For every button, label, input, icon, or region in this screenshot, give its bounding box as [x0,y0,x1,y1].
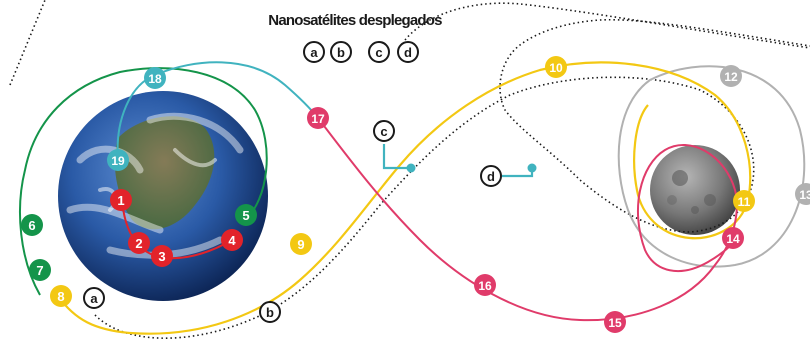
marker-16: 16 [474,274,496,296]
pin-d-dot [527,163,537,173]
svg-text:c: c [375,45,382,60]
marker-9: 9 [290,233,312,255]
marker-10: 10 [545,56,567,78]
svg-text:18: 18 [148,72,162,86]
marker-3: 3 [151,245,173,267]
moon [650,145,740,235]
earth-globe [58,91,268,301]
svg-text:b: b [266,305,274,320]
marker-6: 6 [21,214,43,236]
marker-5: 5 [235,204,257,226]
marker-12: 12 [720,65,742,87]
marker-7: 7 [29,259,51,281]
svg-text:6: 6 [28,218,35,233]
marker-19: 19 [107,149,129,171]
svg-text:16: 16 [478,279,492,293]
green-orbit [19,67,268,296]
pink-trajectory [317,117,738,322]
marker-15: 15 [604,311,626,333]
svg-text:4: 4 [228,233,236,248]
legend-a: a [303,41,325,63]
svg-text:a: a [310,45,318,60]
svg-text:c: c [380,124,387,139]
svg-text:5: 5 [242,208,249,223]
svg-text:15: 15 [608,316,622,330]
marker-11: 11 [733,190,755,212]
marker-8: 8 [50,285,72,307]
dotted-trajectory-outer [9,0,810,86]
gray-orbit [617,65,806,268]
pin-a: a [83,287,105,309]
svg-text:a: a [90,291,98,306]
legend-b: b [330,41,352,63]
pin-c-stem [382,144,411,170]
svg-text:17: 17 [311,112,325,126]
svg-text:3: 3 [158,249,165,264]
svg-text:11: 11 [738,195,751,209]
svg-text:12: 12 [724,70,738,84]
legend-c: c [368,41,390,63]
svg-text:13: 13 [799,188,810,202]
dotted-trajectory-main [94,18,810,339]
teal-trajectory [116,61,319,161]
marker-1: 1 [110,189,132,211]
marker-17: 17 [307,107,329,129]
svg-text:10: 10 [549,61,563,75]
legend-d: d [397,41,419,63]
pin-b: b [259,301,281,323]
marker-14: 14 [722,227,744,249]
svg-text:9: 9 [297,237,304,252]
diagram-title: Nanosatélites desplegados [268,12,442,29]
svg-text:7: 7 [36,263,43,278]
svg-text:19: 19 [111,154,125,168]
pin-c: c [373,120,395,142]
svg-text:8: 8 [57,289,64,304]
marker-2: 2 [128,232,150,254]
marker-4: 4 [221,229,243,251]
svg-text:d: d [487,169,495,184]
pin-d: d [480,165,502,187]
marker-18: 18 [144,67,166,89]
svg-text:1: 1 [117,193,124,208]
pin-c-dot [406,163,416,173]
marker-13: 13 [795,183,810,205]
svg-text:14: 14 [726,232,740,246]
svg-text:2: 2 [135,236,142,251]
svg-text:b: b [337,45,345,60]
pin-d-stem [502,168,534,178]
svg-text:d: d [404,45,412,60]
